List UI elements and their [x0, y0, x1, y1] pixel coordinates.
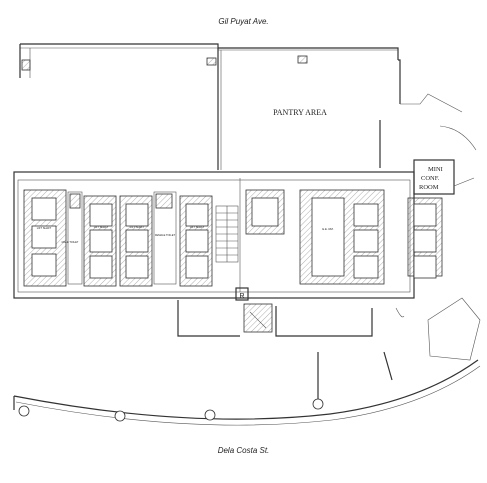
upper-perimeter — [19, 43, 477, 170]
pantry-room: PANTRY AREA — [273, 108, 327, 117]
mini-conf-label-line2: CONF. — [421, 175, 440, 182]
lower-rooms: R — [177, 287, 481, 408]
lift-shaft-label-1: LIFT SHAFT — [37, 226, 52, 230]
stair-core — [215, 205, 239, 263]
curved-facade — [13, 359, 481, 426]
lift-shaft-label-2: LIFT SHAFT — [94, 225, 109, 229]
mini-conf-label-line3: ROOM — [419, 184, 439, 191]
male-toilet-label: MALE TOILET — [62, 240, 79, 244]
electrical-room-label: E.E. RM. — [322, 227, 333, 231]
lift-shaft-label-3: LIFT SHAFT — [130, 225, 145, 229]
lift-shaft-label-4: LIFT SHAFT — [190, 225, 205, 229]
street-label-bottom: Dela Costa St. — [217, 446, 270, 455]
mini-conf-label-line1: MINI — [428, 166, 443, 173]
right-core: E.E. RM. — [245, 189, 443, 285]
street-label-top: Gil Puyat Ave. — [218, 17, 269, 26]
toilet-cores: MALE TOILET FEMALE TOILET — [62, 191, 177, 285]
female-toilet-label: FEMALE TOILET — [155, 233, 175, 237]
pantry-area-label: PANTRY AREA — [273, 108, 327, 117]
lift-cluster-left: LIFT SHAFT LIFT SHAFT LIFT SHAFT LIFT SH… — [23, 189, 213, 287]
mini-conf-room: MINI CONF. ROOM — [413, 159, 475, 195]
stair-marker-r: R — [239, 293, 244, 300]
